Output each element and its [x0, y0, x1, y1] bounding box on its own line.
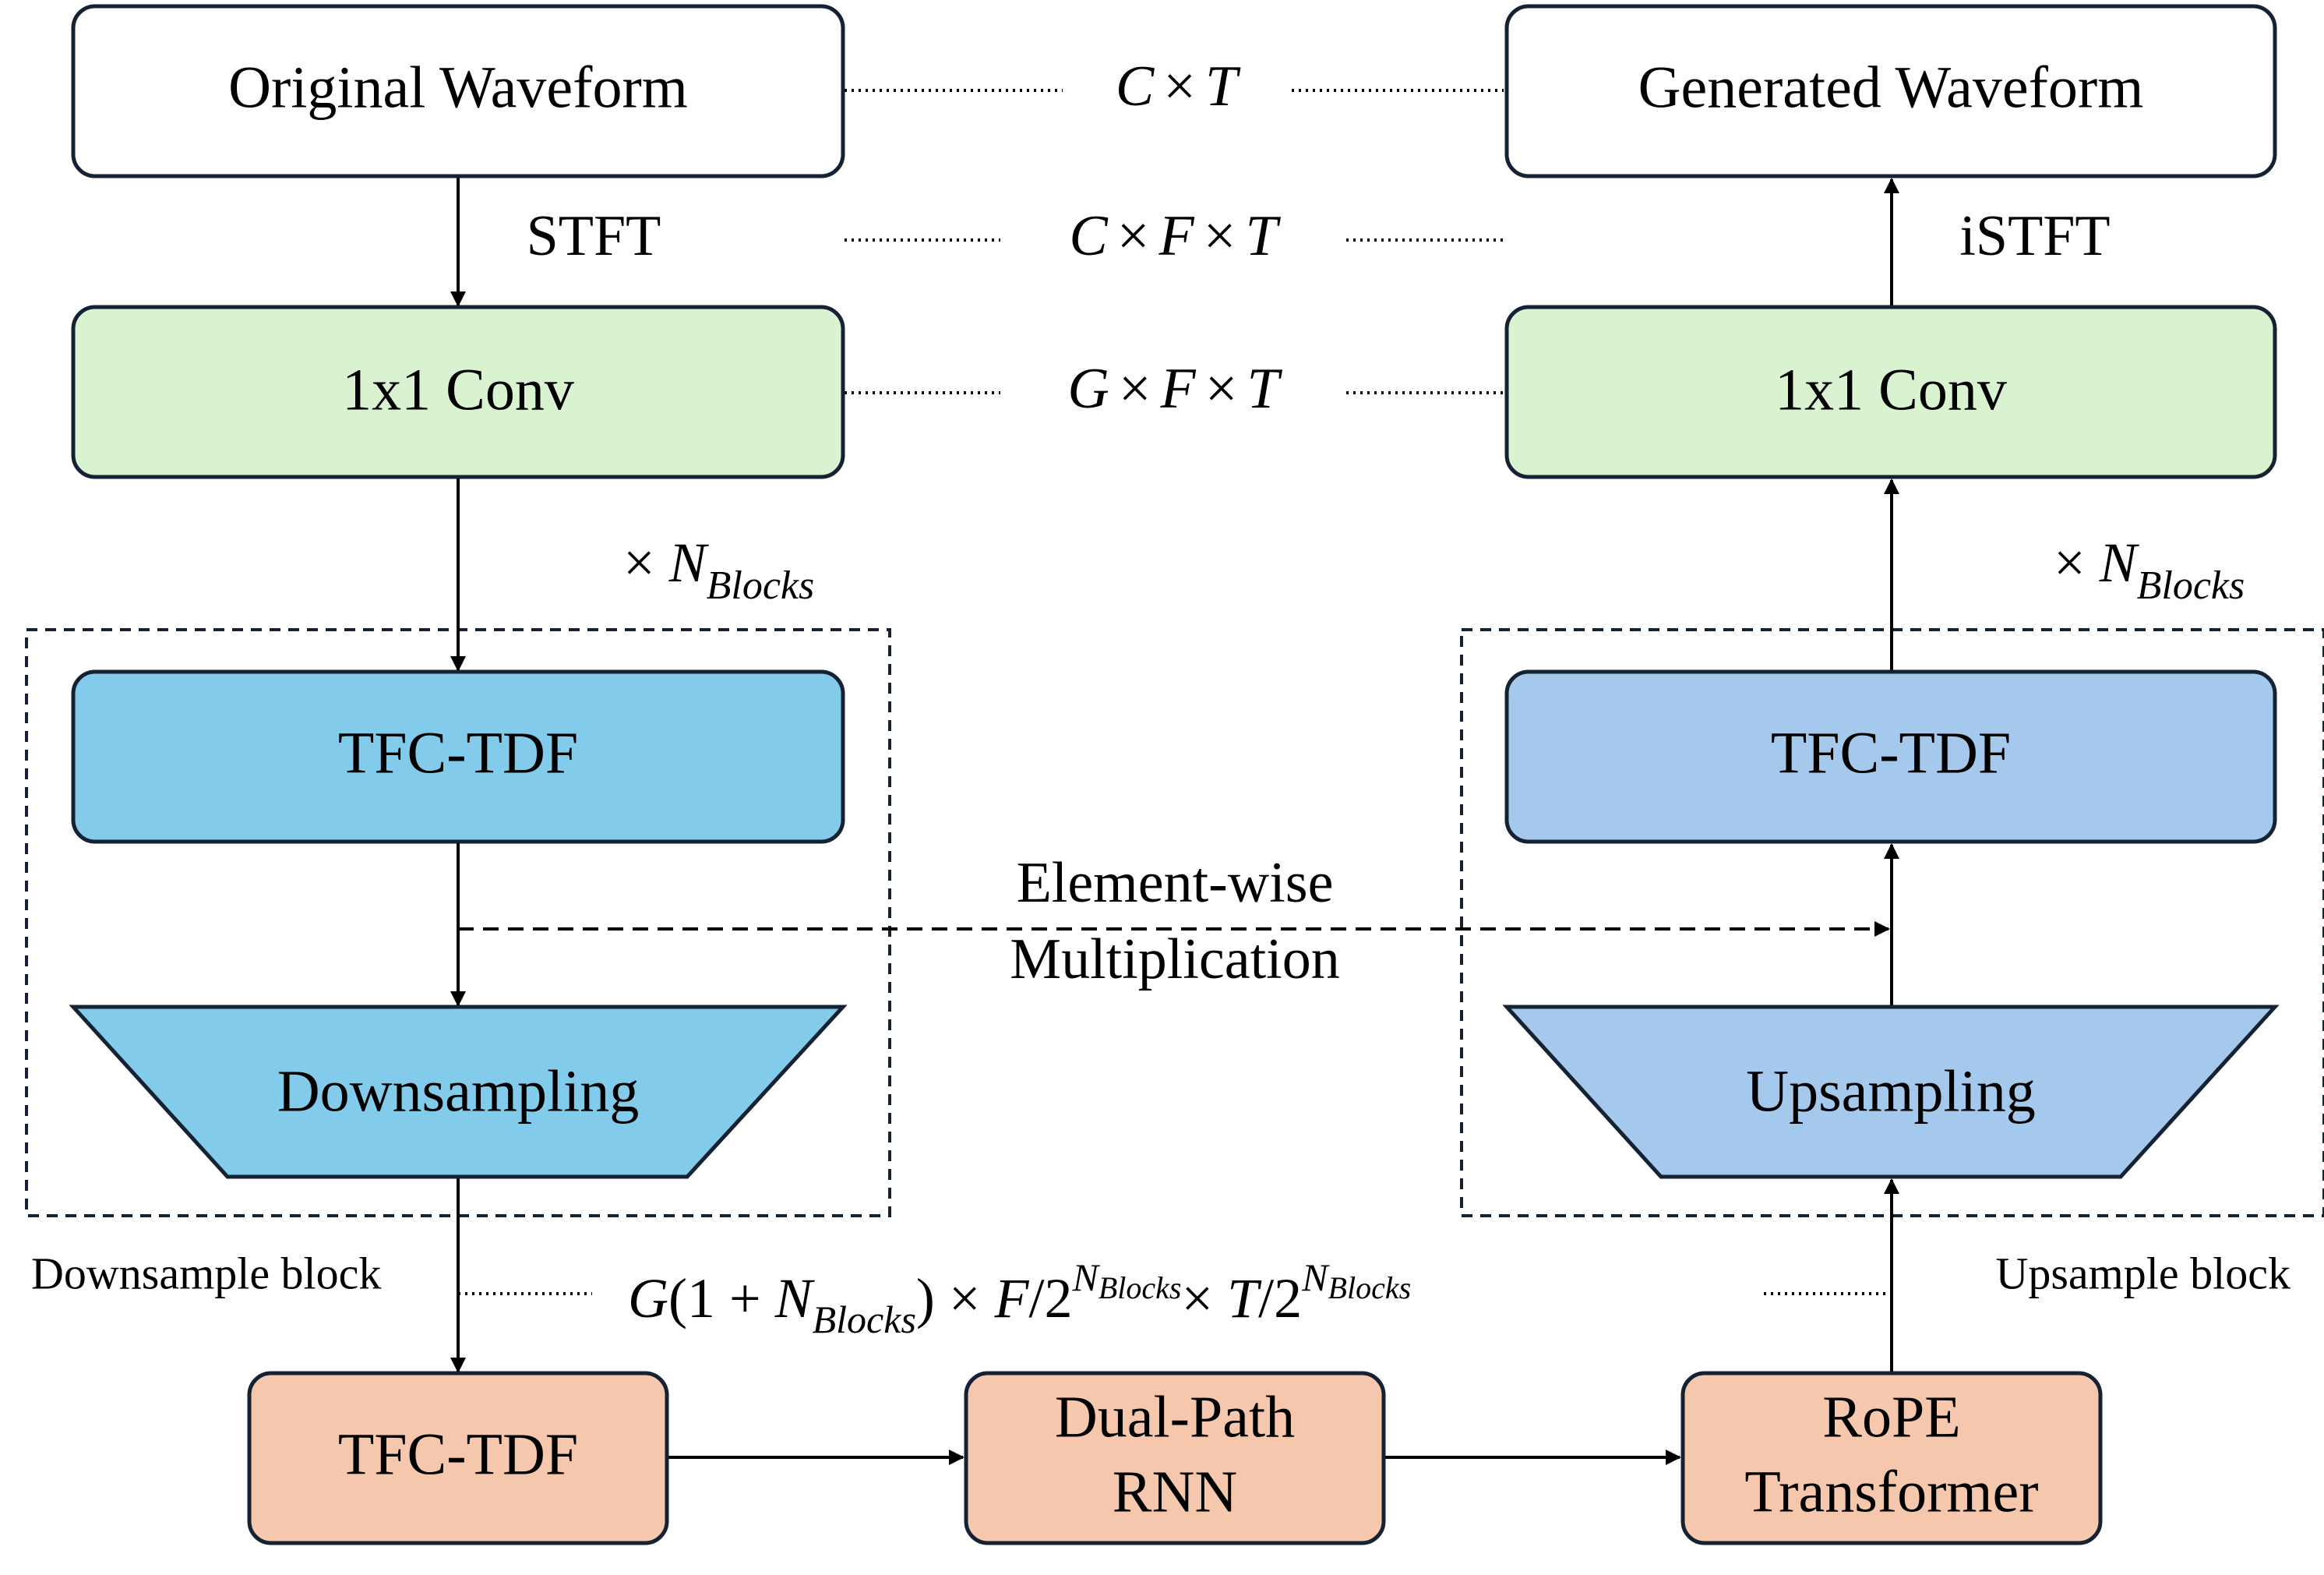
conv-left-node: 1x1 Conv — [71, 305, 845, 479]
original-waveform-node: Original Waveform — [71, 4, 845, 178]
tfc-tdf-up-node: TFC-TDF — [1504, 669, 2277, 844]
generated-waveform-node: Generated Waveform — [1504, 4, 2277, 178]
original-waveform-label: Original Waveform — [228, 55, 688, 120]
tfc-tdf-up-label: TFC-TDF — [1771, 720, 2011, 786]
tfc-tdf-down-label: TFC-TDF — [338, 720, 578, 786]
conv-right-label: 1x1 Conv — [1775, 357, 2007, 422]
dual-path-rnn-node: Dual-Path RNN — [964, 1371, 1386, 1545]
downsampling-node: Downsampling — [69, 1005, 848, 1179]
upsampling-label: Upsampling — [1746, 1058, 2036, 1124]
generated-waveform-label: Generated Waveform — [1638, 55, 2144, 120]
flow-arrows — [450, 178, 1899, 1465]
shape-spectrogram: C×F×T — [1069, 204, 1281, 268]
rope-transformer-node: RoPE Transformer — [1680, 1371, 2103, 1545]
dual-path-rnn-label-line2: RNN — [1113, 1459, 1237, 1524]
element-wise-label-line2: Multiplication — [1010, 927, 1339, 991]
dotted-guides — [458, 89, 1890, 1295]
conv-left-label: 1x1 Conv — [342, 357, 574, 422]
upsample-block-label: Upsample block — [1995, 1248, 2290, 1298]
conv-right-node: 1x1 Conv — [1504, 305, 2277, 479]
rope-transformer-label-line1: RoPE — [1822, 1384, 1960, 1450]
repeat-label-left: ×NBlocks — [623, 531, 814, 608]
element-wise-label-line1: Element-wise — [1017, 851, 1334, 915]
downsample-block-label: Downsample block — [31, 1248, 381, 1298]
shape-waveform: C×T — [1116, 55, 1241, 118]
istft-label: iSTFT — [1959, 204, 2110, 268]
tfc-tdf-bottom-node: TFC-TDF — [247, 1371, 669, 1545]
downsampling-label: Downsampling — [277, 1058, 639, 1124]
tfc-tdf-down-node: TFC-TDF — [71, 669, 845, 844]
dual-path-rnn-label-line1: Dual-Path — [1055, 1384, 1295, 1450]
shape-bottleneck: G(1 + NBlocks) × F/2NBlocks× T/2NBlocks — [628, 1255, 1411, 1341]
tfc-tdf-bottom-label: TFC-TDF — [338, 1421, 578, 1487]
repeat-label-right: ×NBlocks — [2054, 531, 2245, 608]
upsampling-node: Upsampling — [1502, 1005, 2280, 1179]
stft-label: STFT — [527, 204, 661, 268]
rope-transformer-label-line2: Transformer — [1744, 1459, 2038, 1524]
shape-features: G×F×T — [1067, 357, 1282, 421]
